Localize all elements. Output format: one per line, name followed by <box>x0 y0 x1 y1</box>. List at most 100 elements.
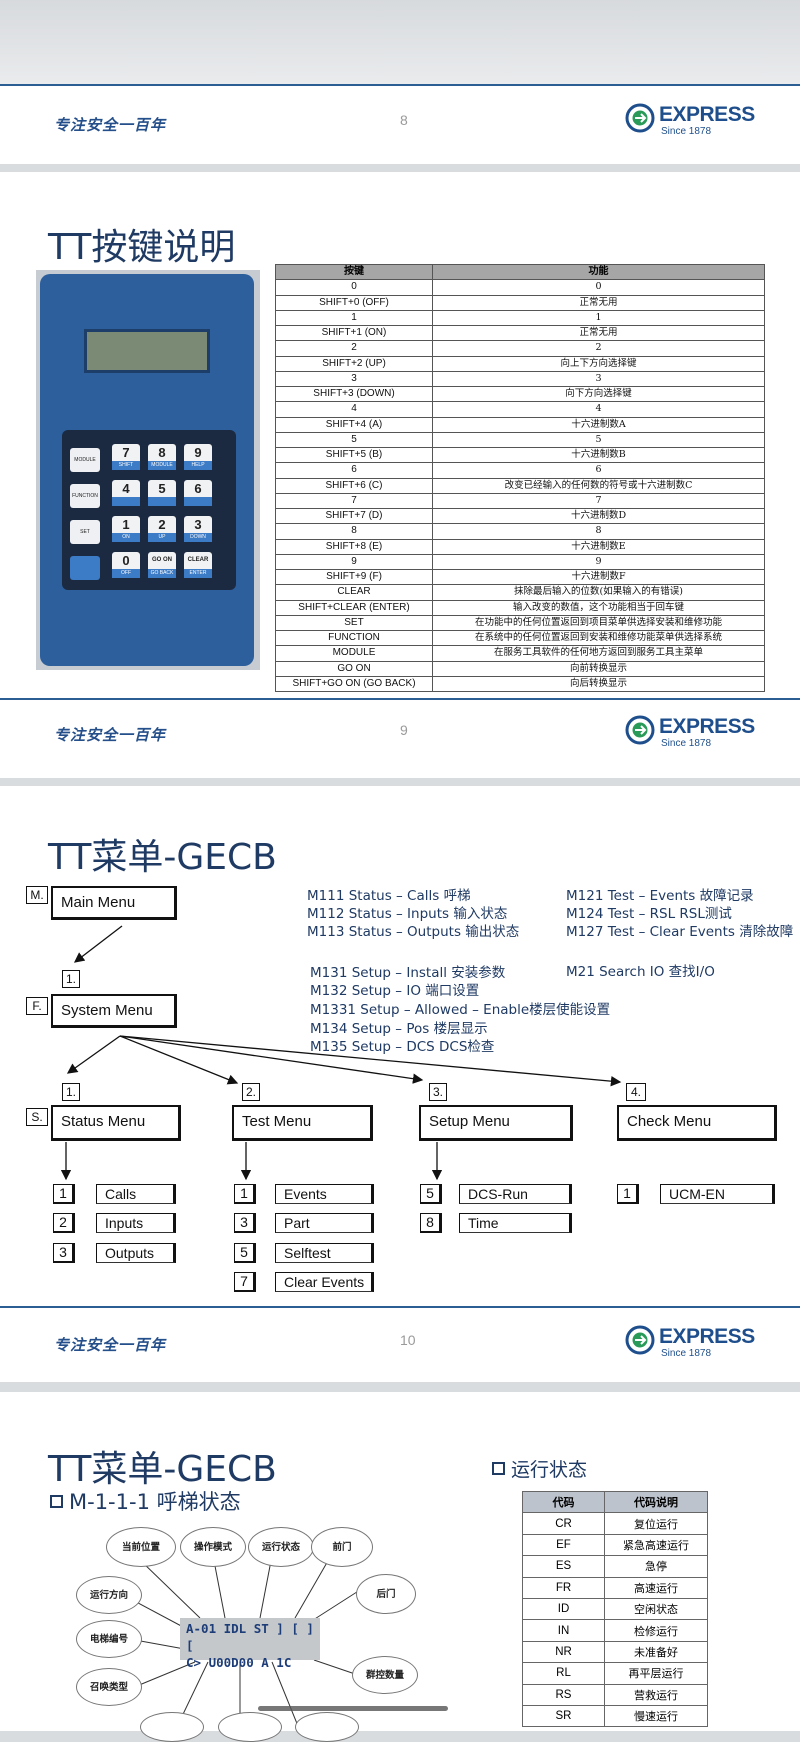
table-cell-key: FR <box>522 1576 605 1599</box>
device-fkey: MODULE <box>70 448 100 472</box>
lcd-line-1: A-01 IDL ST ] [ ] [ <box>186 1621 314 1653</box>
table-row: SHIFT+GO ON (GO BACK)向后转换显示 <box>275 675 765 693</box>
status-menu-box: Status Menu <box>51 1105 181 1141</box>
column-header-code: 代码 <box>522 1490 605 1514</box>
table-row: SHIFT+CLEAR (ENTER)输入改变的数值，这个功能相当于回车键 <box>275 599 765 616</box>
menu-code-text: M132 Setup – IO 端口设置 <box>310 983 480 999</box>
table-cell-key: CLEAR <box>275 584 433 601</box>
table-row: SHIFT+5 (B)十六进制数B <box>275 446 765 464</box>
bubble-rear-door: 后门 <box>356 1574 416 1614</box>
device-shift-key <box>70 556 100 580</box>
bubble-partial <box>140 1712 204 1742</box>
test-item-part: Part <box>275 1213 374 1233</box>
scroll-indicator[interactable] <box>258 1706 448 1711</box>
table-cell-value: 向上下方向选择键 <box>432 355 765 372</box>
bubble-run-direction: 运行方向 <box>76 1576 142 1614</box>
menu-tag-m: M. <box>26 886 48 904</box>
bubble-group-count: 群控数量 <box>352 1656 418 1694</box>
system-menu-box: System Menu <box>51 994 177 1028</box>
table-cell-value: 6 <box>432 462 765 479</box>
table-cell-value: 正常无用 <box>432 324 765 342</box>
table-cell-value: 1 <box>432 309 765 327</box>
table-cell-key: RL <box>522 1662 605 1685</box>
item-number: 3 <box>53 1243 75 1263</box>
bullet-box-icon <box>50 1495 63 1508</box>
slide-title: TT按键说明 <box>48 227 236 268</box>
device-lcd-screen <box>84 329 210 373</box>
table-cell-key: 2 <box>275 340 433 357</box>
logo-since: Since 1878 <box>661 126 712 137</box>
table-cell-value: 3 <box>432 370 765 388</box>
table-cell-value: 0 <box>432 279 765 296</box>
menu-number: 2. <box>242 1083 260 1101</box>
check-menu-box: Check Menu <box>617 1105 777 1141</box>
menu-code-text: M21 Search IO 查找I/O <box>566 964 715 980</box>
table-cell-key: CR <box>522 1512 605 1535</box>
table-cell-value: 紧急高速运行 <box>604 1533 708 1557</box>
table-cell-key: 1 <box>275 309 433 327</box>
table-row: SHIFT+6 (C)改变已经输入的任何数的符号或十六进制数C <box>275 477 765 494</box>
bubble-front-door: 前门 <box>311 1527 373 1567</box>
menu-tag-s: S. <box>26 1108 48 1126</box>
table-row: SHIFT+1 (ON)正常无用 <box>275 324 765 342</box>
status-item-inputs: Inputs <box>96 1213 176 1233</box>
item-number: 7 <box>234 1272 256 1292</box>
item-number: 5 <box>420 1184 442 1204</box>
page-number: 8 <box>400 112 408 128</box>
divider-line <box>0 1306 800 1308</box>
device-key: 4 <box>112 480 140 506</box>
menu-code-text: M113 Status – Outputs 输出状态 <box>307 924 520 940</box>
device-key: 5 <box>148 480 176 506</box>
item-number: 1 <box>234 1184 256 1204</box>
table-cell-key: NR <box>522 1640 605 1664</box>
menu-code-text: M111 Status – Calls 呼梯 <box>307 888 471 904</box>
menu-number: 3. <box>429 1083 447 1101</box>
test-menu-box: Test Menu <box>232 1105 373 1141</box>
column-header-description: 代码说明 <box>604 1490 708 1514</box>
setup-menu-box: Setup Menu <box>419 1105 573 1141</box>
bullet-box-icon <box>492 1462 505 1475</box>
table-cell-key: SHIFT+9 (F) <box>275 568 433 586</box>
table-cell-value: 营救运行 <box>604 1683 708 1706</box>
table-cell-value: 2 <box>432 340 765 357</box>
menu-code-text: M1331 Setup – Allowed – Enable楼层使能设置 <box>310 1002 611 1018</box>
logo-text: EXPRESS <box>659 715 755 738</box>
table-cell-key: 7 <box>275 492 433 510</box>
table-cell-key: ES <box>522 1555 605 1578</box>
table-cell-value: 4 <box>432 401 765 418</box>
table-cell-key: SHIFT+8 (E) <box>275 538 433 555</box>
table-row: SHIFT+2 (UP)向上下方向选择键 <box>275 355 765 372</box>
table-cell-key: ID <box>522 1597 605 1621</box>
item-number: 5 <box>234 1243 256 1263</box>
table-cell-key: EF <box>522 1533 605 1557</box>
item-number: 1 <box>53 1184 75 1204</box>
check-item-ucm-en: UCM-EN <box>660 1184 775 1204</box>
tt-lcd-display: A-01 IDL ST ] [ ] [ C> U00D00 A 1C <box>180 1618 320 1670</box>
menu-number: 4. <box>626 1083 646 1101</box>
status-item-calls: Calls <box>96 1184 176 1204</box>
slogan: 专注安全一百年 <box>54 727 167 744</box>
item-number: 8 <box>420 1213 442 1233</box>
table-header-row: 代码 代码说明 <box>522 1490 708 1514</box>
slide-8-footer: 专注安全一百年 8 EXPRESS Since 1878 <box>0 86 800 164</box>
express-logo-icon <box>625 103 655 133</box>
slide-10-footer: 专注安全一百年 10 EXPRESS Since 1878 <box>0 1308 800 1382</box>
table-cell-key: 4 <box>275 401 433 418</box>
menu-code-text: M134 Setup – Pos 楼层显示 <box>310 1021 488 1037</box>
setup-item-time: Time <box>459 1213 572 1233</box>
